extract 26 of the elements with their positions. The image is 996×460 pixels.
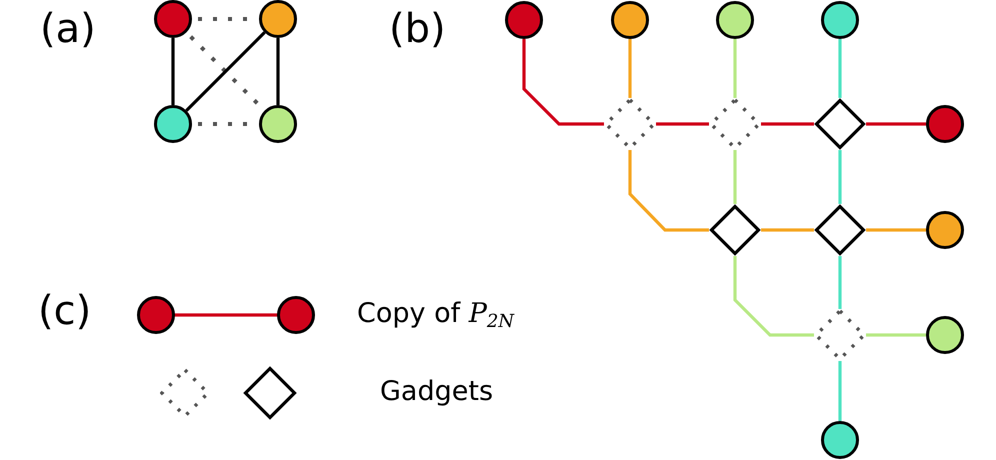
edge-line [838, 39, 842, 98]
legend-text: Copy of P$_{2N}$ [357, 300, 514, 327]
edge-line [733, 150, 737, 204]
edge-line [761, 122, 814, 126]
legend-text: Gadgets [380, 378, 494, 405]
panel-label: (b) [389, 9, 446, 49]
panel-label: (c) [38, 291, 92, 331]
edge-line [866, 228, 926, 232]
edge-line [628, 39, 632, 98]
edge-line [838, 361, 842, 421]
edge-line [733, 256, 814, 337]
gadget-diamond [814, 98, 866, 150]
edge-line [276, 38, 280, 105]
edge-line [838, 150, 842, 204]
edge-line [733, 39, 737, 98]
edge-line [866, 122, 926, 126]
edge-line [838, 256, 842, 309]
gadget-diamond [709, 204, 761, 256]
gadget-diamond [814, 204, 866, 256]
edge-line [656, 122, 709, 126]
edge-line [522, 39, 604, 126]
edge-line [628, 150, 709, 232]
edge-line [171, 38, 175, 105]
panel-label: (a) [40, 9, 96, 49]
edge-line [866, 333, 926, 337]
edge-line [761, 228, 814, 232]
